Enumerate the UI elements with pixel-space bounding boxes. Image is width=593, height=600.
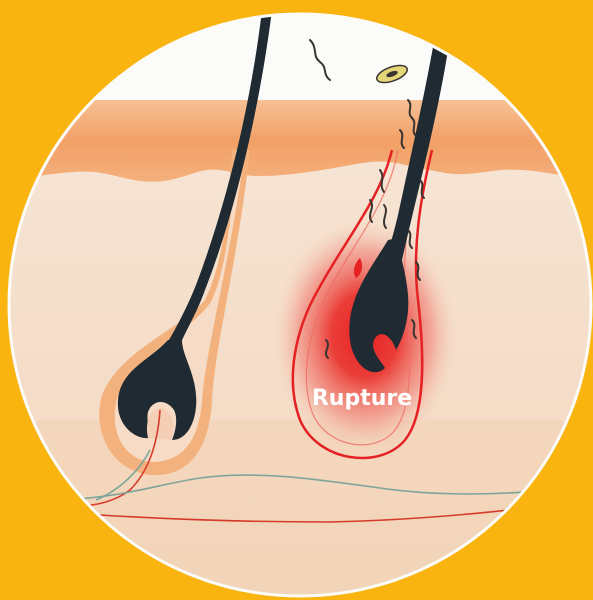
rupture-label: Rupture <box>312 386 412 411</box>
epidermis-layer <box>0 100 593 182</box>
